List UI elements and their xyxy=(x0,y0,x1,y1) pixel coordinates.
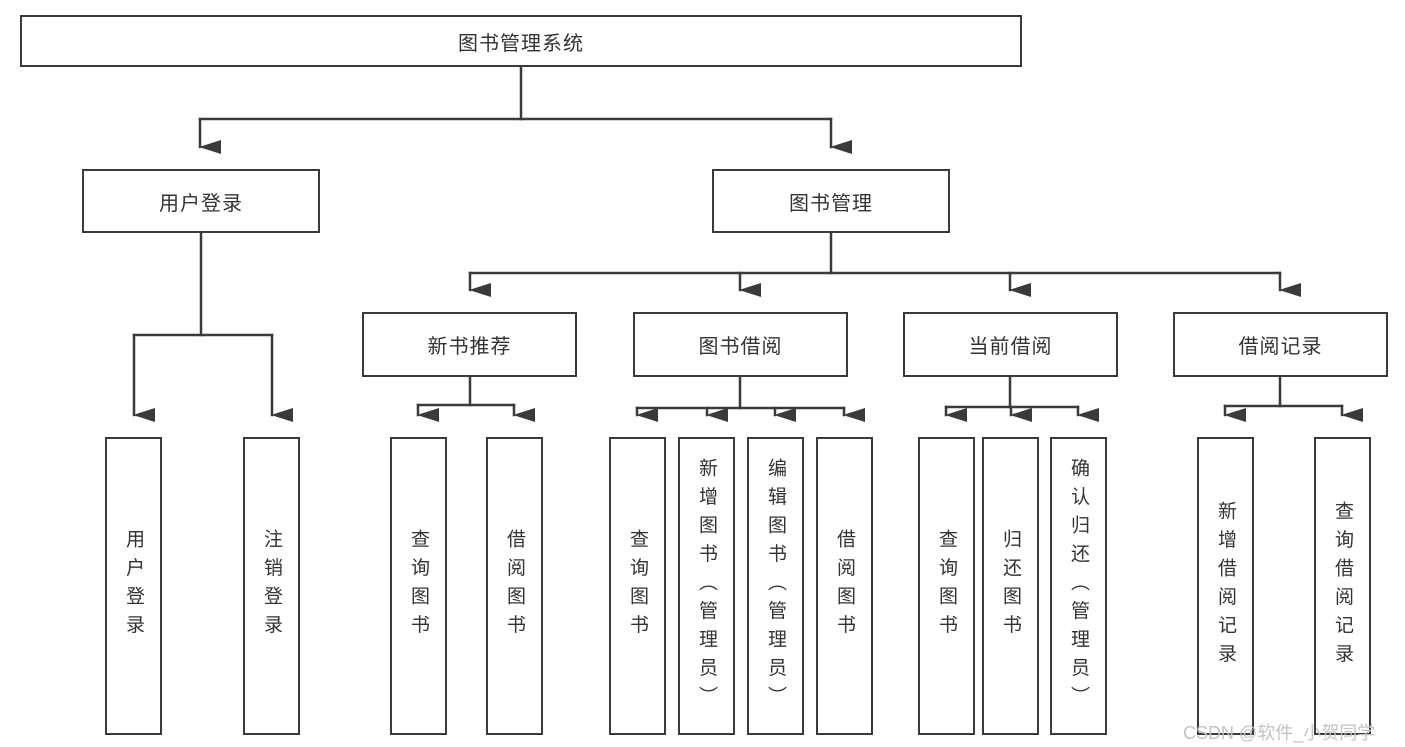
leaf-current-confirm-return-admin: 确认归还（管理员） xyxy=(1050,437,1107,735)
node-new-book-recommend-label: 新书推荐 xyxy=(427,336,512,358)
node-root-label: 图书管理系统 xyxy=(458,32,584,55)
leaf-borrow-edit-admin: 编辑图书（管理员） xyxy=(747,437,804,735)
leaf-logout-label: 注销登录 xyxy=(261,529,282,643)
leaf-records-add: 新增借阅记录 xyxy=(1197,437,1254,735)
node-user-login-label: 用户登录 xyxy=(159,192,243,215)
leaf-borrow-edit-admin-label: 编辑图书（管理员） xyxy=(765,457,786,715)
node-book-borrow: 图书借阅 xyxy=(633,312,848,377)
leaf-current-query-label: 查询图书 xyxy=(936,529,957,643)
leaf-newbooks-borrow: 借阅图书 xyxy=(486,437,543,735)
watermark: CSDN @软件_小贺同学 xyxy=(1183,723,1376,743)
leaf-records-query: 查询借阅记录 xyxy=(1314,437,1371,735)
leaf-user-login-label: 用户登录 xyxy=(123,529,144,643)
leaf-logout: 注销登录 xyxy=(243,437,300,735)
leaf-user-login: 用户登录 xyxy=(105,437,162,735)
leaf-borrow-query: 查询图书 xyxy=(609,437,666,735)
leaf-borrow-query-label: 查询图书 xyxy=(627,529,648,643)
leaf-borrow-add-admin: 新增图书（管理员） xyxy=(678,437,735,735)
node-user-login: 用户登录 xyxy=(82,169,320,233)
leaf-borrow-borrow-label: 借阅图书 xyxy=(834,529,855,643)
leaf-current-return: 归还图书 xyxy=(982,437,1039,735)
node-book-management-label: 图书管理 xyxy=(789,192,873,215)
leaf-newbooks-query: 查询图书 xyxy=(390,437,447,735)
node-borrow-records: 借阅记录 xyxy=(1173,312,1388,377)
leaf-current-confirm-return-admin-label: 确认归还（管理员） xyxy=(1068,457,1089,715)
node-current-borrow-label: 当前借阅 xyxy=(968,336,1053,358)
leaf-current-return-label: 归还图书 xyxy=(1000,529,1021,643)
leaf-current-query: 查询图书 xyxy=(918,437,975,735)
node-current-borrow: 当前借阅 xyxy=(903,312,1118,377)
leaf-newbooks-query-label: 查询图书 xyxy=(408,529,429,643)
node-book-management: 图书管理 xyxy=(712,169,950,233)
leaf-borrow-add-admin-label: 新增图书（管理员） xyxy=(696,457,717,715)
node-new-book-recommend: 新书推荐 xyxy=(362,312,577,377)
leaf-records-add-label: 新增借阅记录 xyxy=(1215,500,1236,672)
leaf-newbooks-borrow-label: 借阅图书 xyxy=(504,529,525,643)
node-root: 图书管理系统 xyxy=(20,15,1022,67)
node-book-borrow-label: 图书借阅 xyxy=(698,336,783,358)
leaf-records-query-label: 查询借阅记录 xyxy=(1332,500,1353,672)
node-borrow-records-label: 借阅记录 xyxy=(1238,336,1323,358)
leaf-borrow-borrow: 借阅图书 xyxy=(816,437,873,735)
